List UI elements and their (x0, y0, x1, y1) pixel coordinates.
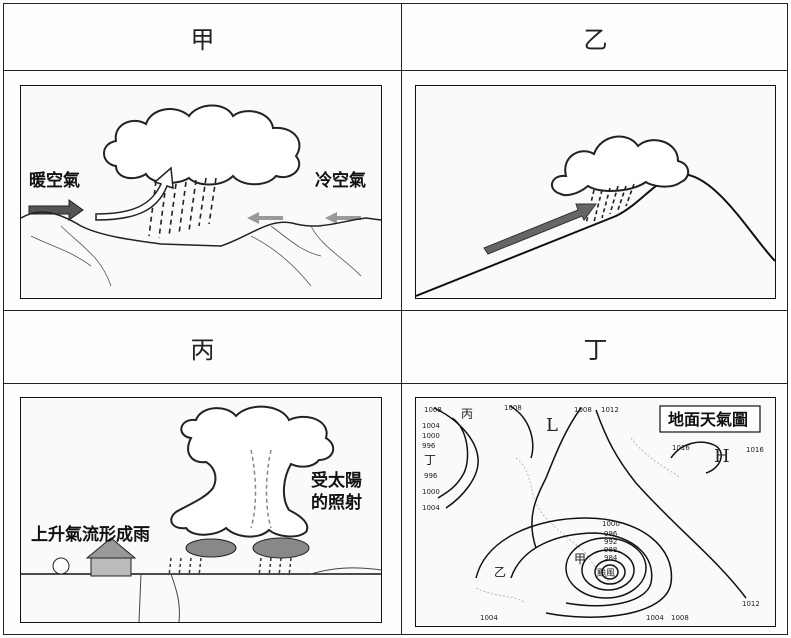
svg-text:984: 984 (604, 554, 618, 562)
tree-illustration (52, 557, 70, 575)
svg-text:1016: 1016 (672, 444, 690, 452)
terrain (21, 211, 381, 247)
svg-text:1004: 1004 (646, 614, 664, 622)
rising-air-arrow (483, 203, 597, 255)
svg-text:1008: 1008 (671, 614, 689, 622)
svg-text:996: 996 (424, 472, 438, 480)
mountain-slope (416, 172, 775, 297)
rising-air-arrow (95, 166, 174, 221)
svg-text:988: 988 (604, 546, 617, 554)
panel-frontal-rain: 暖空氣 冷空氣 (20, 85, 382, 299)
svg-text:1004: 1004 (422, 504, 440, 512)
house-illustration (85, 537, 137, 577)
row-divider (4, 70, 787, 71)
warm-air-arrow (28, 199, 84, 221)
cloud-illustration (103, 104, 301, 186)
svg-text:1004: 1004 (480, 614, 498, 622)
svg-text:996: 996 (604, 530, 618, 538)
header-bing: 丙 (190, 335, 215, 364)
svg-text:1016: 1016 (746, 446, 764, 454)
terrain (138, 567, 381, 622)
rising-air-label: 上升氣流形成雨 (31, 524, 150, 545)
rain-streaks (148, 177, 217, 239)
svg-text:992: 992 (604, 538, 617, 546)
svg-text:1000: 1000 (422, 432, 440, 440)
svg-text:1008: 1008 (574, 406, 592, 414)
row-divider (4, 383, 787, 384)
typhoon-label: 颱風 (597, 568, 615, 579)
row-divider (4, 310, 787, 311)
small-clouds (185, 537, 310, 559)
location-jia: 甲 (574, 552, 586, 566)
location-bing: 丙 (461, 407, 473, 421)
cold-air-label: 冷空氣 (315, 170, 366, 191)
svg-text:1000: 1000 (422, 488, 440, 496)
panel-orographic-rain (415, 85, 776, 299)
svg-text:996: 996 (422, 442, 436, 450)
svg-text:1012: 1012 (601, 406, 619, 414)
svg-text:1008: 1008 (424, 406, 442, 414)
sun-heating-label-1: 受太陽 (311, 470, 362, 491)
cumulonimbus-cloud (170, 405, 335, 538)
location-yi: 乙 (494, 565, 506, 579)
chart-title: 地面天氣圖 (668, 410, 748, 429)
column-divider (401, 4, 402, 634)
header-jia: 甲 (190, 25, 215, 54)
svg-text:1012: 1012 (742, 600, 760, 608)
location-ding: 丁 (424, 453, 436, 467)
high-pressure-label: H (714, 446, 730, 467)
panel-convective-rain: 受太陽 的照射 上升氣流形成雨 (20, 397, 382, 623)
coastline (475, 437, 682, 604)
sun-heating-label-2: 的照射 (311, 492, 362, 513)
header-ding: 丁 (583, 335, 608, 364)
panel-surface-weather-chart: 地面天氣圖 L H 丙 丁 乙 甲 颱風 1008 1004 1000 996 … (415, 397, 776, 627)
header-yi: 乙 (583, 25, 608, 54)
cold-air-arrows (247, 212, 361, 224)
weather-comparison-table: 甲 乙 丙 丁 (3, 3, 788, 635)
svg-text:1004: 1004 (422, 422, 440, 430)
svg-text:1008: 1008 (504, 404, 522, 412)
cloud-illustration (551, 135, 690, 196)
low-pressure-label: L (546, 415, 558, 436)
chart-title-box (659, 405, 761, 433)
isobars (433, 405, 747, 618)
svg-text:1000: 1000 (602, 520, 620, 528)
warm-air-label: 暖空氣 (29, 170, 80, 191)
